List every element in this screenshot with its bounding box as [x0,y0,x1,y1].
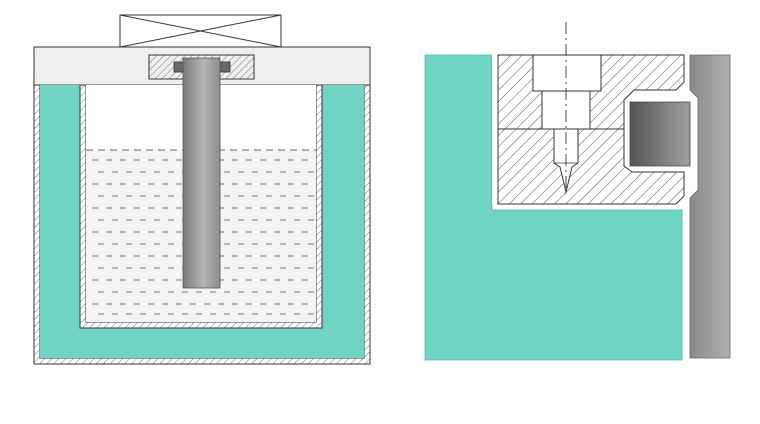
insulation-wall [40,85,364,358]
left-panel [33,14,371,365]
shaft [182,57,221,289]
side-plate [629,54,731,359]
motor-housing [119,14,282,48]
right-panel [424,22,731,361]
